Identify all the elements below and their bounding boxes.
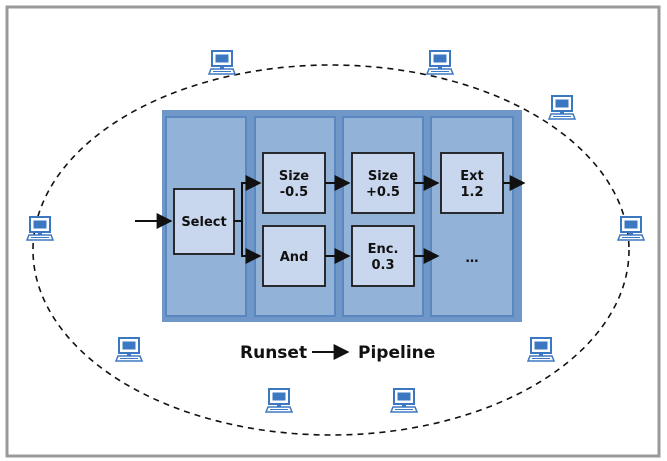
network-ellipse xyxy=(32,64,630,436)
node-and-label: And xyxy=(280,250,309,265)
node-enc-label: Enc. xyxy=(368,242,399,257)
computer-icon xyxy=(617,216,645,241)
node-ext-label: Ext xyxy=(460,169,483,184)
node-select xyxy=(173,188,235,255)
computer-icon xyxy=(26,216,54,241)
arrow-split xyxy=(241,221,262,264)
node-size-minus xyxy=(262,152,326,214)
computer-icon xyxy=(208,50,236,75)
computer-icon xyxy=(115,337,143,362)
caption-pipeline: Pipeline xyxy=(358,343,435,363)
ellipsis-label: … xyxy=(466,251,479,266)
computer-icon xyxy=(527,337,555,362)
node-size-plus xyxy=(351,152,415,214)
computer-icon xyxy=(390,388,418,413)
node-ext-value: 1.2 xyxy=(460,185,483,200)
pipeline-column xyxy=(430,116,514,317)
node-size-minus-value: -0.5 xyxy=(280,185,308,200)
arrow-split xyxy=(234,175,262,222)
node-and xyxy=(262,225,326,287)
computer-icon xyxy=(265,388,293,413)
node-enc-value: 0.3 xyxy=(371,258,394,273)
node-ext xyxy=(440,152,504,214)
node-size-minus-label: Size xyxy=(279,169,309,184)
node-select-label: Select xyxy=(181,215,226,230)
computer-icon xyxy=(548,95,576,120)
node-size-plus-value: +0.5 xyxy=(366,185,400,200)
node-size-plus-label: Size xyxy=(368,169,398,184)
caption-runset: Runset xyxy=(240,343,307,363)
computer-icon xyxy=(426,50,454,75)
